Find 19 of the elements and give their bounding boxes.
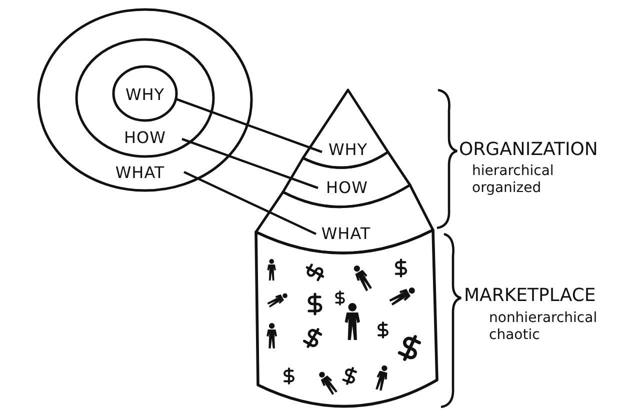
node-label: HOW [124,129,166,147]
connector-line [184,170,316,236]
ring-circle [75,38,215,158]
connector-line [176,98,322,154]
side-label: nonhierarchical [489,311,598,326]
side-label: hierarchical [472,164,554,180]
node-label: WHAT [115,164,165,182]
side-label: chaotic [489,328,540,344]
node-label: WHY [125,86,165,104]
ring-circle [37,8,253,192]
node-label: WHAT [321,225,371,243]
side-label: MARKETPLACE [464,286,596,306]
side-label: organized [472,181,542,196]
node-label: WHY [328,141,368,159]
cylinder-shape [254,228,439,410]
connector-line [182,138,318,190]
ring-circle [112,65,178,122]
node-label: HOW [326,179,368,197]
side-label: ORGANIZATION [459,140,598,160]
